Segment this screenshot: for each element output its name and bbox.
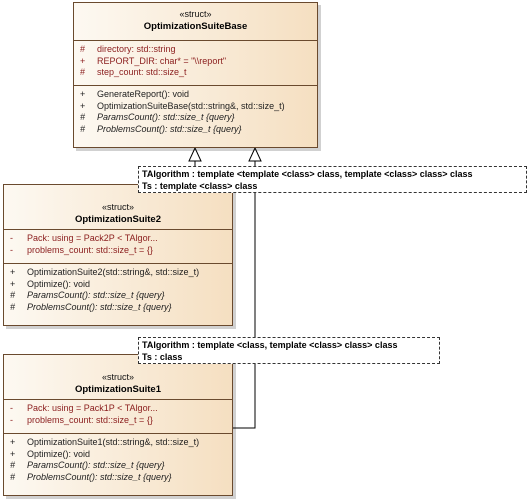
suite2-generalization-arrowhead	[188, 146, 202, 162]
operations-compartment: + OptimizationSuite1(std::string&, std::s…	[4, 433, 232, 485]
visibility-marker: +	[10, 278, 16, 289]
class-name: OptimizationSuiteBase	[143, 21, 248, 32]
attribute-row[interactable]: - Pack: using = Pack2P < TAlgor...	[8, 233, 228, 245]
visibility-marker: +	[10, 448, 16, 459]
template-parameters-suite1[interactable]: TAlgorithm : template <class, template <…	[138, 337, 440, 364]
operation-row[interactable]: + OptimizationSuite2(std::string&, std::s…	[8, 267, 228, 279]
operations-compartment: + GenerateReport(): void + OptimizationSui…	[74, 85, 317, 137]
visibility-marker: -	[10, 414, 13, 425]
attributes-compartment: - Pack: using = Pack1P < TAlgor... - probl…	[4, 399, 232, 433]
class-optimization-suite1[interactable]: «struct» OptimizationSuite1 - Pack: using…	[3, 354, 233, 496]
template-parameter-line: TAlgorithm : template <template <class> …	[142, 169, 473, 179]
attribute-row[interactable]: - Pack: using = Pack1P < TAlgor...	[8, 403, 228, 415]
operation-text: ParamsCount(): std::size_t {query}	[27, 290, 165, 300]
visibility-marker: +	[80, 100, 86, 111]
operation-text: Optimize(): void	[27, 278, 91, 289]
class-name: OptimizationSuite1	[74, 384, 162, 395]
class-optimization-suite2[interactable]: «struct» OptimizationSuite2 - Pack: using…	[3, 184, 233, 326]
suite1-generalization-arrowhead	[248, 146, 262, 162]
suite1-generalization-line[interactable]	[233, 161, 256, 429]
attributes-compartment: # directory: std::string + REPORT_DIR: cha…	[74, 40, 317, 85]
operation-row[interactable]: + OptimizationSuiteBase(std::string&, std…	[78, 101, 313, 113]
operation-text: Optimize(): void	[27, 448, 91, 459]
visibility-marker: #	[80, 123, 86, 134]
attribute-text: Pack: using = Pack1P < TAlgor...	[27, 403, 158, 413]
visibility-marker: #	[10, 471, 16, 482]
stereotype-label: «struct»	[179, 9, 212, 19]
operation-row[interactable]: + Optimize(): void	[8, 449, 228, 461]
operation-text: ParamsCount(): std::size_t {query}	[27, 460, 165, 470]
operation-text: ProblemsCount(): std::size_t {query}	[97, 123, 242, 134]
operation-row[interactable]: # ParamsCount(): std::size_t {query}	[8, 290, 228, 302]
visibility-marker: +	[10, 437, 16, 447]
visibility-marker: #	[80, 44, 86, 54]
visibility-marker: #	[10, 460, 16, 470]
visibility-marker: -	[10, 233, 13, 243]
visibility-marker: +	[80, 89, 86, 99]
operation-text: ProblemsCount(): std::size_t {query}	[27, 301, 172, 312]
operation-text: ProblemsCount(): std::size_t {query}	[27, 471, 172, 482]
operation-row[interactable]: # ParamsCount(): std::size_t {query}	[8, 460, 228, 472]
template-parameter-line: TAlgorithm : template <class, template <…	[142, 340, 398, 350]
attribute-text: Pack: using = Pack2P < TAlgor...	[27, 233, 158, 243]
operation-row[interactable]: # ProblemsCount(): std::size_t {query}	[8, 302, 228, 314]
visibility-marker: #	[80, 112, 86, 122]
template-parameter-line: Ts : class	[142, 352, 183, 362]
stereotype-label: «struct»	[101, 372, 134, 382]
class-name: OptimizationSuite2	[74, 214, 162, 225]
visibility-marker: -	[10, 403, 13, 413]
visibility-marker: #	[10, 290, 16, 300]
visibility-marker: +	[10, 267, 16, 277]
operation-row[interactable]: # ProblemsCount(): std::size_t {query}	[78, 124, 313, 136]
attribute-row[interactable]: - problems_count: std::size_t = {}	[8, 245, 228, 257]
operation-row[interactable]: # ProblemsCount(): std::size_t {query}	[8, 472, 228, 484]
operation-text: ParamsCount(): std::size_t {query}	[97, 112, 235, 122]
operation-row[interactable]: + Optimize(): void	[8, 279, 228, 291]
operation-row[interactable]: + OptimizationSuite1(std::string&, std::s…	[8, 437, 228, 449]
attribute-row[interactable]: # step_count: std::size_t	[78, 67, 313, 79]
attribute-text: problems_count: std::size_t = {}	[27, 244, 153, 255]
attribute-text: REPORT_DIR: char* = "\\report"	[97, 55, 227, 66]
visibility-marker: -	[10, 244, 13, 255]
attribute-text: problems_count: std::size_t = {}	[27, 414, 153, 425]
template-parameter-line: Ts : template <class> class	[142, 181, 258, 191]
attributes-compartment: - Pack: using = Pack2P < TAlgor... - probl…	[4, 229, 232, 263]
operation-text: OptimizationSuite2(std::string&, std::si…	[27, 267, 200, 277]
attribute-row[interactable]: + REPORT_DIR: char* = "\\report"	[78, 56, 313, 68]
visibility-marker: #	[10, 301, 16, 312]
attribute-text: directory: std::string	[97, 44, 176, 54]
operation-row[interactable]: + GenerateReport(): void	[78, 89, 313, 101]
operations-compartment: + OptimizationSuite2(std::string&, std::s…	[4, 263, 232, 315]
attribute-row[interactable]: # directory: std::string	[78, 44, 313, 56]
operation-text: OptimizationSuite1(std::string&, std::si…	[27, 437, 200, 447]
stereotype-label: «struct»	[101, 202, 134, 212]
visibility-marker: +	[80, 55, 86, 66]
class-optimization-suite-base[interactable]: «struct» OptimizationSuiteBase # director…	[73, 2, 318, 148]
operation-text: GenerateReport(): void	[97, 89, 190, 99]
template-parameters-suite2[interactable]: TAlgorithm : template <template <class> …	[138, 166, 527, 193]
visibility-marker: #	[80, 67, 86, 77]
attribute-row[interactable]: - problems_count: std::size_t = {}	[8, 415, 228, 427]
operation-text: OptimizationSuiteBase(std::string&, std:…	[97, 100, 285, 111]
operation-row[interactable]: # ParamsCount(): std::size_t {query}	[78, 112, 313, 124]
attribute-text: step_count: std::size_t	[97, 67, 187, 77]
